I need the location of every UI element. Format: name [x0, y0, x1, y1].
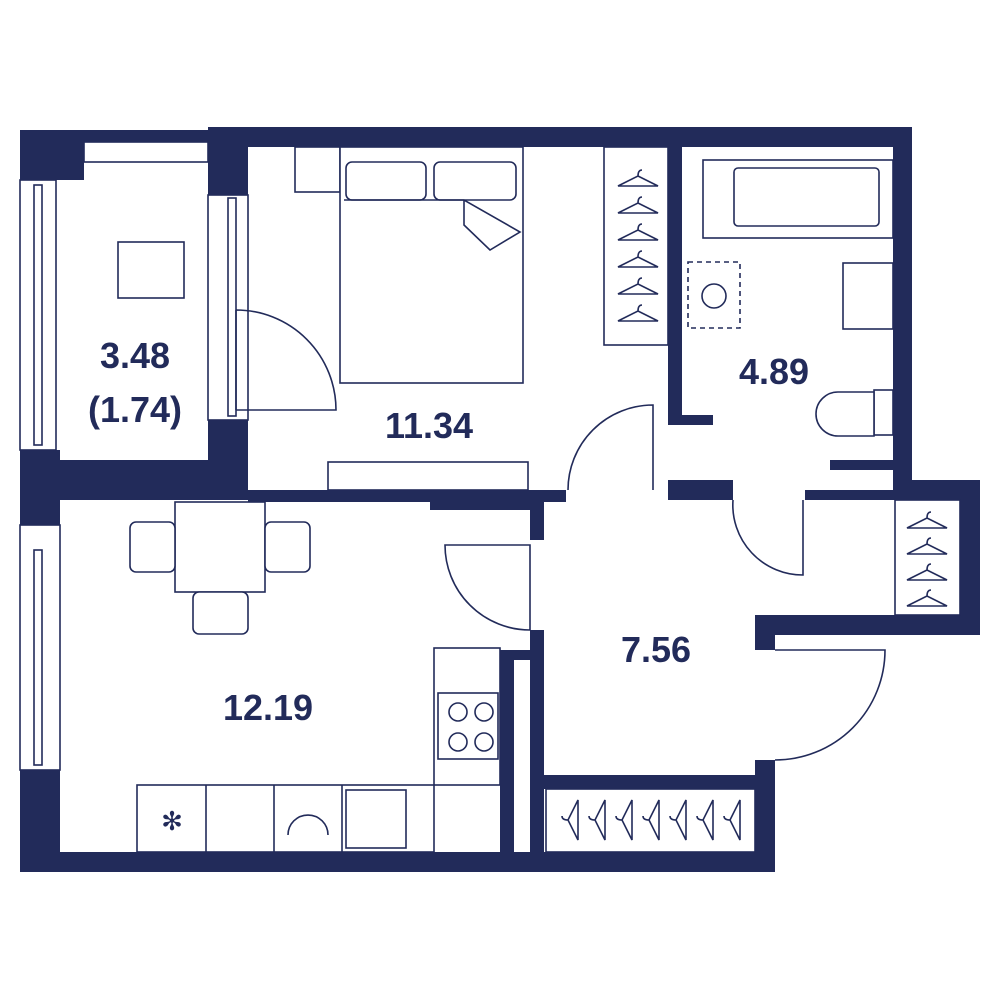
stove-icon [437, 692, 499, 760]
hanger-icon [588, 799, 606, 841]
windows [19, 141, 249, 771]
hanger-icon [617, 223, 659, 241]
hanger-icon [642, 799, 660, 841]
hanger-icon [617, 196, 659, 214]
toilet-icon [873, 389, 894, 436]
kitchen-living-area: 12.19 [223, 687, 313, 728]
doors [235, 309, 886, 761]
hallway-wardrobe-icon [545, 788, 756, 853]
walls [20, 127, 980, 872]
furniture: ✻ [117, 146, 961, 853]
bedroom-area: 11.34 [385, 405, 473, 446]
hanger-icon [906, 589, 948, 607]
hanger-icon [617, 277, 659, 295]
fridge-icon: ✻ [161, 807, 183, 837]
balcony-area: 3.48 [100, 335, 170, 376]
hanger-icon [696, 799, 714, 841]
tv-unit-icon [327, 461, 529, 491]
hanger-icon [617, 169, 659, 187]
hanger-icon [669, 799, 687, 841]
hanger-icon [561, 799, 579, 841]
kitchen-sink-icon [345, 789, 407, 849]
washing-machine-icon [687, 261, 741, 329]
hanger-icon [617, 304, 659, 322]
hallway-area: 7.56 [621, 629, 691, 670]
bathroom-area: 4.89 [739, 351, 809, 392]
hanger-icon [617, 250, 659, 268]
sink-icon [842, 262, 894, 330]
dishwasher-icon [287, 814, 329, 836]
hanger-icon [906, 563, 948, 581]
balcony-area-reduced: (1.74) [88, 389, 182, 430]
hanger-icon [723, 799, 741, 841]
balcony-chair-icon [117, 241, 185, 299]
dining-table-icon [174, 501, 266, 593]
hanger-icon [906, 511, 948, 529]
hanger-icon [906, 537, 948, 555]
hanger-icon [615, 799, 633, 841]
